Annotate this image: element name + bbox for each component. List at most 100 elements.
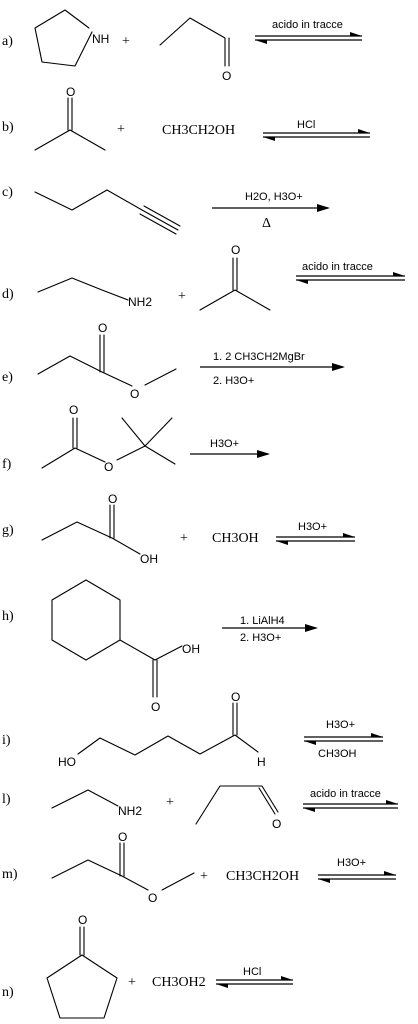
reaction-conditions-below: 2. H3O+ bbox=[213, 375, 254, 387]
equilibrium-arrow bbox=[296, 272, 405, 284]
pyrrolidine-structure: NH bbox=[34, 9, 109, 67]
plus-sign: + bbox=[122, 34, 130, 49]
reaction-conditions-below: Δ bbox=[262, 216, 271, 231]
propanoic-acid-structure: O OH bbox=[41, 492, 158, 566]
cyclopentanone-structure: O bbox=[46, 913, 118, 1019]
atom-label: O bbox=[130, 387, 139, 401]
atom-label: HO bbox=[58, 755, 76, 769]
atom-label: O bbox=[66, 85, 75, 99]
propanal-structure: O bbox=[159, 17, 231, 83]
atom-label: OH bbox=[182, 642, 200, 656]
atom-label: NH2 bbox=[128, 295, 152, 309]
equilibrium-arrow bbox=[304, 733, 383, 745]
atom-label: O bbox=[108, 492, 117, 506]
methyl-propanoate-structure: O O bbox=[51, 830, 195, 905]
plus-sign: + bbox=[200, 869, 208, 884]
reaction-e: e) O O 1. 2 CH3CH2MgBr 2. H3O+ bbox=[2, 321, 345, 401]
reaction-conditions: acido in tracce bbox=[310, 788, 381, 800]
reaction-conditions: 1. 2 CH3CH2MgBr bbox=[213, 351, 305, 363]
tert-butyl-acetate-structure: O O bbox=[41, 403, 176, 474]
reaction-label: l) bbox=[2, 792, 11, 807]
acetone-structure: O bbox=[199, 243, 271, 311]
reagent: CH3CH2OH bbox=[226, 869, 299, 884]
atom-label: O bbox=[231, 690, 240, 704]
methyl-propanoate-structure: O O bbox=[37, 321, 177, 401]
atom-label: O bbox=[104, 460, 113, 474]
reaction-d: d) NH2 + O acido in tracce bbox=[2, 243, 405, 311]
plus-sign: + bbox=[117, 122, 125, 137]
reaction-conditions: acido in tracce bbox=[302, 261, 373, 273]
reaction-conditions: 1. LiAlH4 bbox=[240, 615, 285, 627]
atom-label: O bbox=[78, 913, 87, 927]
equilibrium-arrow bbox=[276, 533, 355, 545]
reaction-n: n) O + CH3OH2 HCl bbox=[2, 913, 293, 1019]
reaction-label: m) bbox=[2, 867, 18, 882]
reaction-conditions: H3O+ bbox=[298, 521, 327, 533]
reagent: CH3CH2OH bbox=[162, 123, 235, 138]
reaction-m: m) O O + CH3CH2OH H3O+ bbox=[2, 830, 396, 905]
plus-sign: + bbox=[166, 795, 174, 810]
equilibrium-arrow bbox=[318, 871, 396, 883]
plus-sign: + bbox=[180, 531, 188, 546]
reagent: CH3OH bbox=[212, 531, 259, 546]
atom-label: O bbox=[69, 403, 78, 417]
reaction-label: a) bbox=[2, 34, 13, 49]
propanal-structure: O bbox=[195, 785, 281, 831]
reaction-i: i) HO O H H3O+ CH3OH bbox=[2, 690, 383, 769]
reaction-conditions-below: CH3OH bbox=[318, 748, 357, 760]
ethylamine-structure: NH2 bbox=[51, 789, 142, 818]
reaction-a: a) NH + O acido in tracce bbox=[2, 9, 362, 83]
atom-label: O bbox=[98, 321, 107, 335]
reaction-conditions-below: 2. H3O+ bbox=[240, 632, 281, 644]
equilibrium-arrow bbox=[303, 800, 398, 812]
plus-sign: + bbox=[128, 975, 136, 990]
reaction-conditions: H2O, H3O+ bbox=[245, 191, 303, 203]
reaction-label: c) bbox=[2, 185, 13, 200]
reaction-label: d) bbox=[2, 287, 14, 302]
reaction-l: l) NH2 + O acido in tracce bbox=[2, 785, 398, 831]
equilibrium-arrow bbox=[216, 976, 293, 988]
reaction-conditions: acido in tracce bbox=[272, 19, 343, 31]
reaction-label: b) bbox=[2, 120, 14, 135]
atom-label: O bbox=[222, 69, 231, 83]
pentyne-structure bbox=[34, 189, 181, 235]
reaction-conditions: H3O+ bbox=[210, 438, 239, 450]
reaction-b: b) O + CH3CH2OH HCl bbox=[2, 85, 370, 151]
reaction-label: n) bbox=[2, 985, 14, 1000]
atom-label: NH bbox=[92, 32, 109, 46]
reaction-label: h) bbox=[2, 609, 14, 624]
cyclohexanecarboxylic-acid-structure: OH O bbox=[51, 579, 200, 714]
atom-label: O bbox=[151, 700, 160, 714]
reaction-label: e) bbox=[2, 370, 13, 385]
atom-label: O bbox=[272, 817, 281, 831]
acetone-structure: O bbox=[34, 85, 106, 151]
hydroxy-aldehyde-structure: HO O H bbox=[58, 690, 266, 769]
reaction-c: c) H2O, H3O+ Δ bbox=[2, 185, 330, 235]
reaction-conditions: HCl bbox=[297, 119, 315, 131]
plus-sign: + bbox=[178, 289, 186, 304]
equilibrium-arrow bbox=[263, 129, 370, 141]
atom-label: O bbox=[231, 243, 240, 257]
atom-label: OH bbox=[140, 552, 158, 566]
forward-arrow bbox=[222, 624, 318, 632]
propylamine-structure: NH2 bbox=[37, 277, 152, 309]
forward-arrow bbox=[190, 450, 270, 458]
atom-label: O bbox=[148, 891, 157, 905]
reaction-g: g) O OH + CH3OH H3O+ bbox=[2, 492, 355, 566]
equilibrium-arrow bbox=[255, 32, 362, 44]
atom-label: O bbox=[118, 830, 127, 844]
forward-arrow bbox=[200, 363, 345, 371]
reaction-h: h) OH O 1. LiAlH4 2. H3O+ bbox=[2, 579, 318, 714]
reaction-label: i) bbox=[2, 733, 11, 748]
reaction-f: f) O O H3O+ bbox=[2, 403, 270, 474]
reaction-conditions: HCl bbox=[243, 966, 261, 978]
reagent: CH3OH2 bbox=[152, 975, 206, 990]
reaction-conditions: H3O+ bbox=[337, 857, 366, 869]
reaction-label: f) bbox=[2, 457, 12, 472]
reaction-label: g) bbox=[2, 523, 14, 538]
reaction-conditions: H3O+ bbox=[326, 719, 355, 731]
atom-label: NH2 bbox=[118, 804, 142, 818]
atom-label: H bbox=[257, 755, 266, 769]
forward-arrow bbox=[212, 204, 330, 212]
